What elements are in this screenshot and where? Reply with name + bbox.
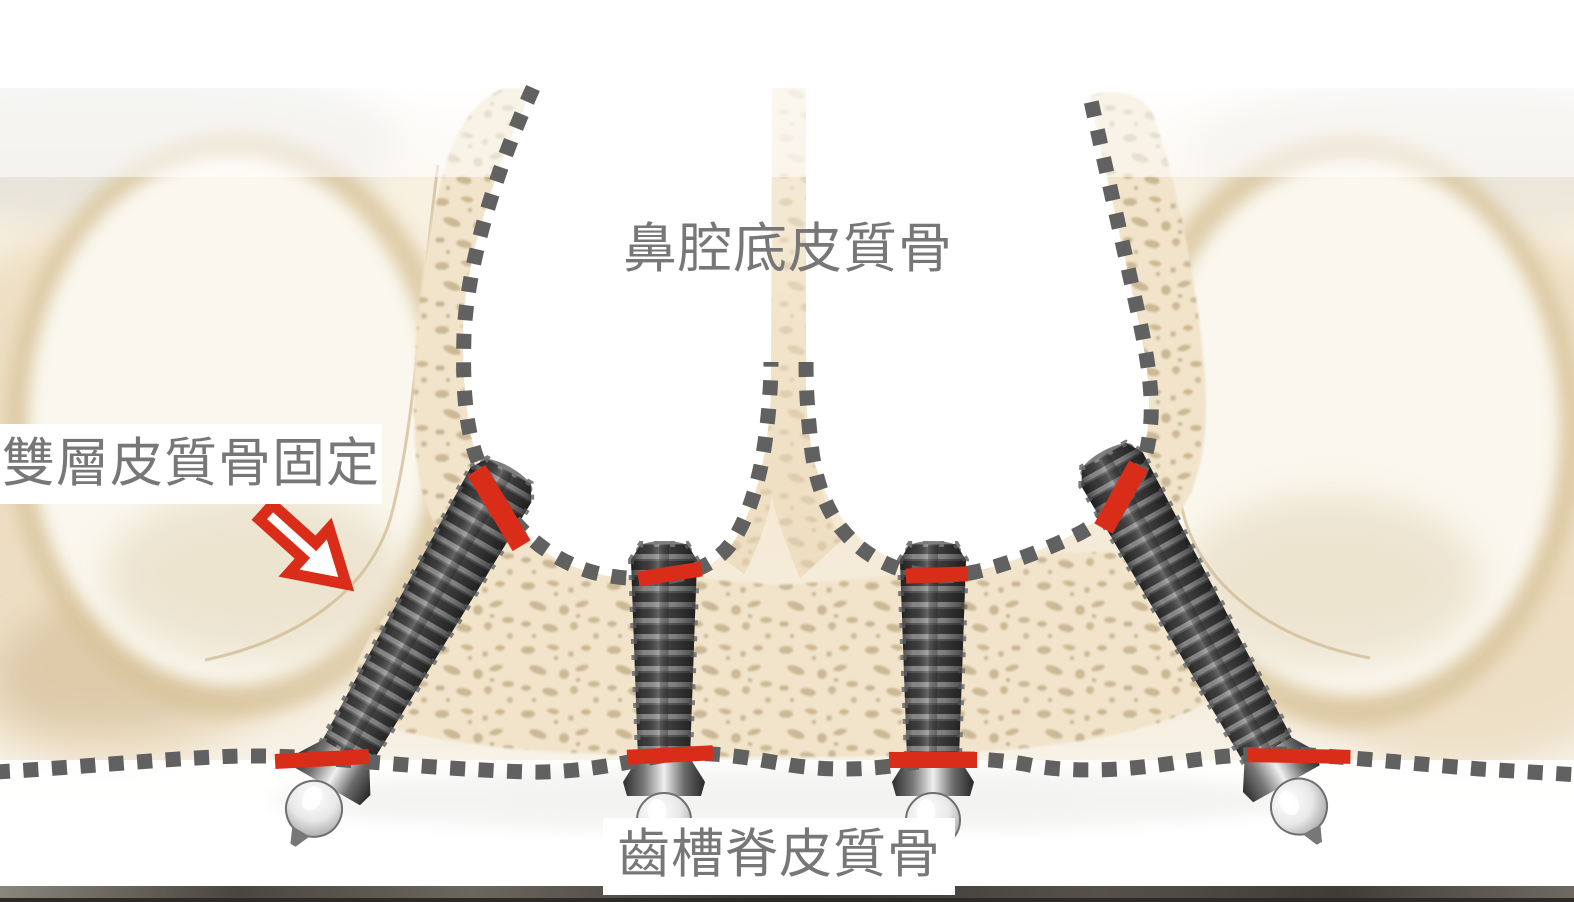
red-arrow-shape — [251, 496, 355, 592]
implant-1-head-shine — [301, 786, 323, 811]
red-marker-implant4-ridge — [1247, 748, 1351, 764]
implant-2-collar — [623, 758, 705, 796]
red-marker-implant2-nasal — [637, 561, 703, 587]
red-marker-implant1-nasal — [467, 464, 531, 552]
trabecular-alveolar-band — [345, 552, 1228, 757]
red-marker-implant3-nasal — [905, 566, 969, 584]
implant-1-tip — [290, 826, 310, 847]
implant-2-vertical — [623, 541, 705, 848]
implant-3-vertical — [892, 541, 974, 848]
nasal-cavity-left-lobe — [462, 88, 772, 580]
implant-2-shading — [631, 544, 697, 758]
nasal-cavity-right-lobe — [806, 88, 1150, 574]
implants — [285, 439, 1329, 848]
implant-4-tilted-right — [1078, 439, 1329, 845]
alveolar-ridge-dashed-line — [0, 745, 1574, 783]
nasal-floor-dashed-line-left — [456, 84, 779, 587]
implant-1-shading — [322, 458, 532, 767]
trabecular-bone — [345, 88, 1228, 757]
implant-3-shading — [900, 544, 966, 758]
implant-4-head-shine — [1278, 790, 1300, 816]
label-nasal-floor-cortical-bone: 鼻腔底皮質骨 — [623, 219, 953, 279]
top-white-band — [0, 0, 1574, 88]
implant-1-tilted-left — [285, 455, 535, 847]
implant-4-tip — [1302, 824, 1323, 845]
bottom-edge-line — [0, 898, 1574, 902]
sub-ridge-shadow — [270, 768, 1310, 832]
red-marker-implant1-ridge — [274, 749, 370, 769]
trabecular-wedge-left — [413, 88, 590, 606]
red-arrow-icon — [251, 496, 355, 592]
label-bicortical-fixation: 雙層皮質骨固定 — [0, 424, 382, 504]
nasal-floor-dashed-line-right — [798, 94, 1159, 584]
red-marker-implant3-ridge — [889, 752, 977, 768]
right-sinus-floor-shade — [1180, 495, 1480, 665]
red-marker-implant2-ridge — [626, 745, 714, 765]
implant-4-shading — [1081, 442, 1292, 764]
cortical-bone-dashed-outlines — [0, 84, 1574, 783]
cortical-engagement-markers — [274, 460, 1351, 769]
top-fade — [0, 82, 1574, 177]
trabecular-wedge-right — [1089, 92, 1207, 544]
label-alveolar-ridge-cortical-bone: 齒槽脊皮質骨 — [603, 818, 955, 895]
red-marker-implant4-nasal — [1094, 460, 1148, 534]
